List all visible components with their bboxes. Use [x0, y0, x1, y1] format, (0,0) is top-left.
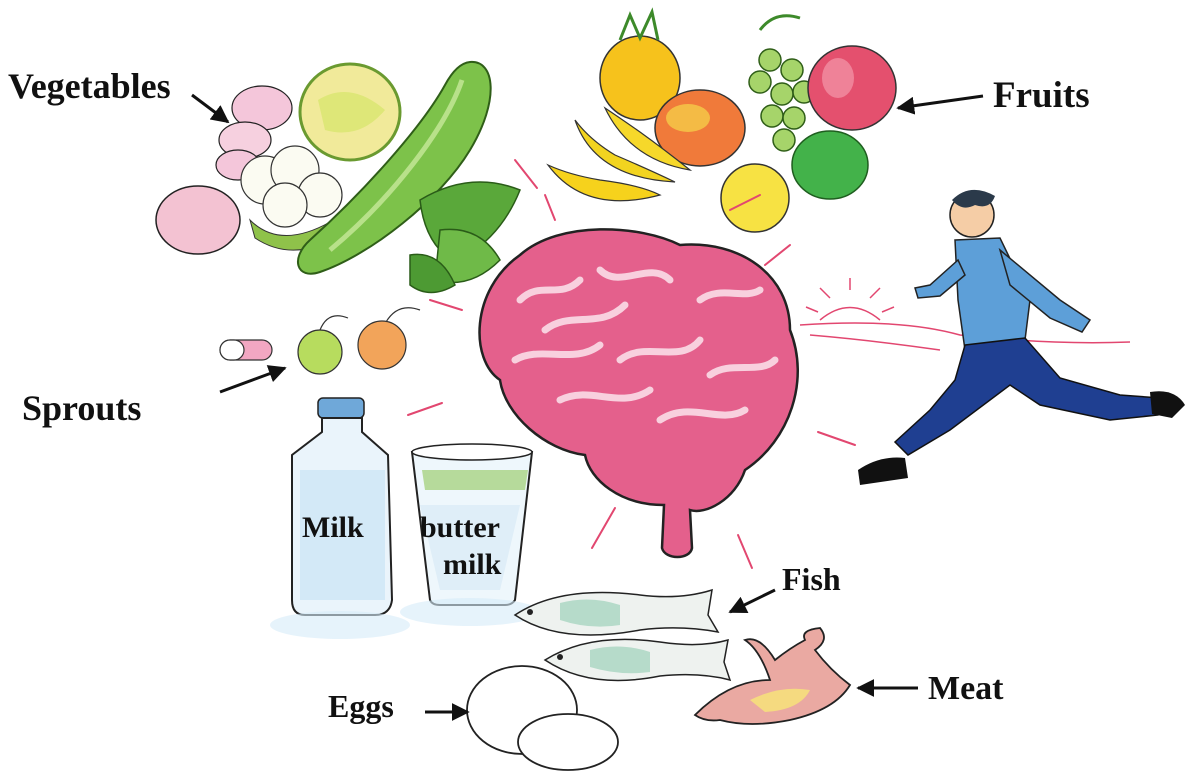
shoe-front: [858, 458, 908, 486]
fruits-group: [548, 12, 896, 232]
label-buttermilk-line1: butter: [420, 513, 500, 543]
label-milk: Milk: [302, 513, 364, 543]
tomato-illustration: [156, 186, 240, 254]
running-man-illustration: [800, 190, 1185, 485]
fish-illustration: [515, 590, 730, 680]
label-sprouts: Sprouts: [22, 390, 141, 426]
guava-illustration: [792, 131, 868, 199]
label-eggs: Eggs: [328, 690, 394, 722]
eggs-illustration: [467, 666, 618, 770]
green-sprout-illustration: [298, 330, 342, 374]
sprouts-group: [220, 308, 420, 374]
pomegranate-illustration: [808, 46, 896, 130]
brain-illustration: [480, 229, 798, 557]
label-fish: Fish: [782, 563, 841, 595]
shirt: [955, 238, 1030, 350]
shoe-back: [1150, 391, 1185, 418]
orange-sprout-illustration: [358, 321, 406, 369]
label-meat: Meat: [928, 672, 1004, 706]
vegetables-group: [156, 62, 520, 293]
trousers: [895, 338, 1160, 455]
grapes-illustration: [749, 16, 815, 151]
label-buttermilk-line2: milk: [443, 550, 501, 580]
label-fruits: Fruits: [993, 77, 1090, 114]
label-vegetables: Vegetables: [8, 68, 171, 104]
